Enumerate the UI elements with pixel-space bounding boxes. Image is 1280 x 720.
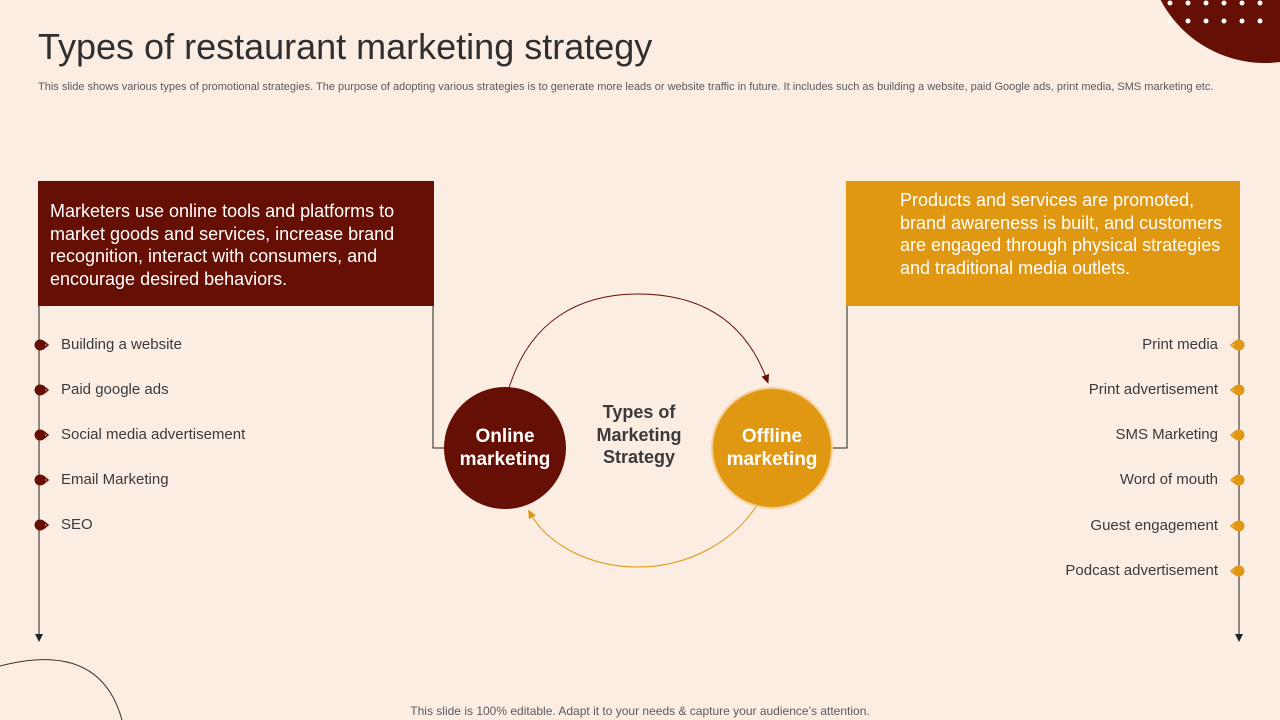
decor-arc-bottom-left bbox=[0, 659, 123, 720]
offline-item: SMS Marketing bbox=[1115, 426, 1218, 443]
online-marketing-circle: Online marketing bbox=[444, 387, 566, 509]
center-label-line3: Strategy bbox=[602, 447, 676, 467]
offline-item: Print media bbox=[1142, 336, 1218, 353]
connector-left bbox=[432, 306, 446, 449]
bullet-marker bbox=[34, 384, 50, 396]
offline-item: Print advertisement bbox=[1088, 381, 1218, 398]
center-label-line1: Types of bbox=[602, 402, 676, 422]
online-item: Paid google ads bbox=[61, 381, 169, 398]
bullet-marker bbox=[34, 339, 50, 351]
offline-item: Word of mouth bbox=[1119, 471, 1218, 488]
bullet-marker bbox=[34, 429, 50, 441]
bullet-marker bbox=[1229, 565, 1245, 577]
connector-right bbox=[833, 306, 848, 449]
footer-note: This slide is 100% editable. Adapt it to… bbox=[410, 704, 870, 718]
arc-online-to-offline bbox=[508, 293, 770, 389]
page-subtitle: This slide shows various types of promot… bbox=[38, 81, 1214, 93]
online-label-line1: Online bbox=[475, 426, 535, 447]
offline-item: Guest engagement bbox=[1090, 517, 1218, 534]
center-label-line2: Marketing bbox=[596, 424, 682, 445]
offline-item: Podcast advertisement bbox=[1065, 562, 1218, 579]
offline-description-box: Products and services are promoted, bran… bbox=[846, 181, 1240, 306]
bullet-marker bbox=[1229, 384, 1245, 396]
online-item: Building a website bbox=[61, 336, 182, 353]
bullet-marker bbox=[34, 474, 50, 486]
decor-dots bbox=[1167, 0, 1263, 24]
online-label-line2: marketing bbox=[459, 449, 551, 470]
online-description-box: Marketers use online tools and platforms… bbox=[38, 181, 434, 306]
bullet-marker bbox=[1229, 429, 1245, 441]
arc-offline-to-online bbox=[528, 504, 758, 568]
online-item: Social media advertisement bbox=[61, 426, 246, 443]
page-title: Types of restaurant marketing strategy bbox=[38, 26, 653, 67]
offline-label-line2: marketing bbox=[726, 449, 818, 470]
center-label: Types of Marketing Strategy bbox=[574, 401, 704, 469]
bullet-marker bbox=[34, 519, 50, 531]
offline-marketing-circle: Offline marketing bbox=[711, 387, 833, 509]
online-item: SEO bbox=[61, 516, 93, 533]
left-bullets bbox=[34, 339, 50, 531]
bullet-marker bbox=[1229, 339, 1245, 351]
bullet-marker bbox=[1229, 520, 1245, 532]
online-item: Email Marketing bbox=[61, 471, 169, 488]
decor-circle-top-right bbox=[1160, 0, 1280, 63]
bullet-marker bbox=[1229, 474, 1245, 486]
offline-label-line1: Offline bbox=[741, 426, 803, 447]
right-bullets bbox=[1229, 339, 1245, 577]
